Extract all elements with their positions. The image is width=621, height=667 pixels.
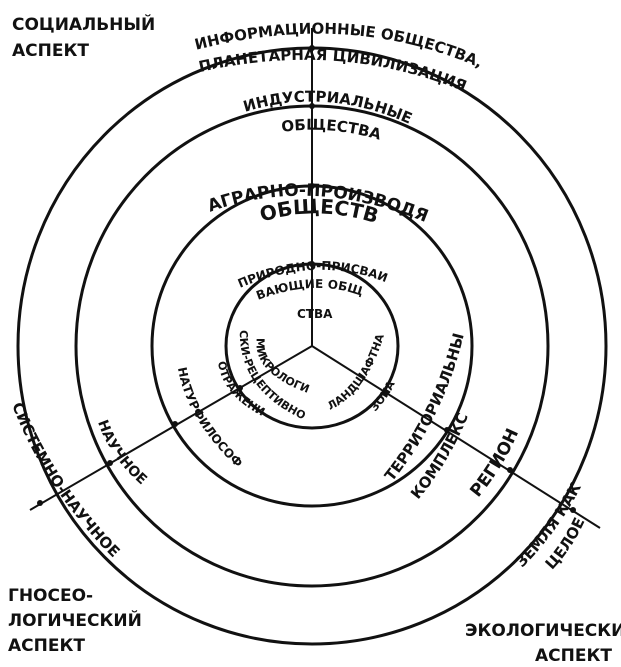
axis-gnoseological (29, 345, 313, 511)
dot-eco-inner (383, 390, 389, 396)
label-gnoseo-aspect-1: ГНОСЕО- (8, 586, 93, 606)
axis-ecological (311, 345, 601, 529)
label-gnoseo-aspect-3: АСПЕКТ (8, 636, 85, 656)
dot-social-inner (309, 261, 315, 267)
dot-gnoseo-outer (37, 500, 43, 506)
label-region: РЕГИОН (466, 426, 523, 502)
label-scientific: НАУЧНОЕ (94, 418, 150, 488)
dot-eco-second (444, 427, 450, 433)
dot-gnoseo-inner (237, 385, 243, 391)
label-eco-aspect-1: ЭКОЛОГИЧЕСКИЙ (465, 619, 621, 641)
dot-gnoseo-third (107, 460, 113, 466)
dot-social-second (309, 183, 315, 189)
dot-social-third (309, 103, 315, 109)
label-social-aspect-2: АСПЕКТ (12, 41, 89, 61)
label-appropriating-3: СТВА (297, 307, 333, 321)
label-eco-aspect-2: АСПЕКТ (535, 646, 612, 666)
dot-gnoseo-second (172, 421, 178, 427)
label-gnoseo-aspect-2: ЛОГИЧЕСКИЙ (8, 609, 142, 631)
label-industrial-2: ОБЩЕСТВА (280, 116, 383, 144)
label-social-aspect-1: СОЦИАЛЬНЫЙ (12, 13, 155, 35)
dot-eco-third (507, 467, 513, 473)
dot-eco-outer (570, 507, 576, 513)
dot-social-outer (309, 45, 315, 51)
